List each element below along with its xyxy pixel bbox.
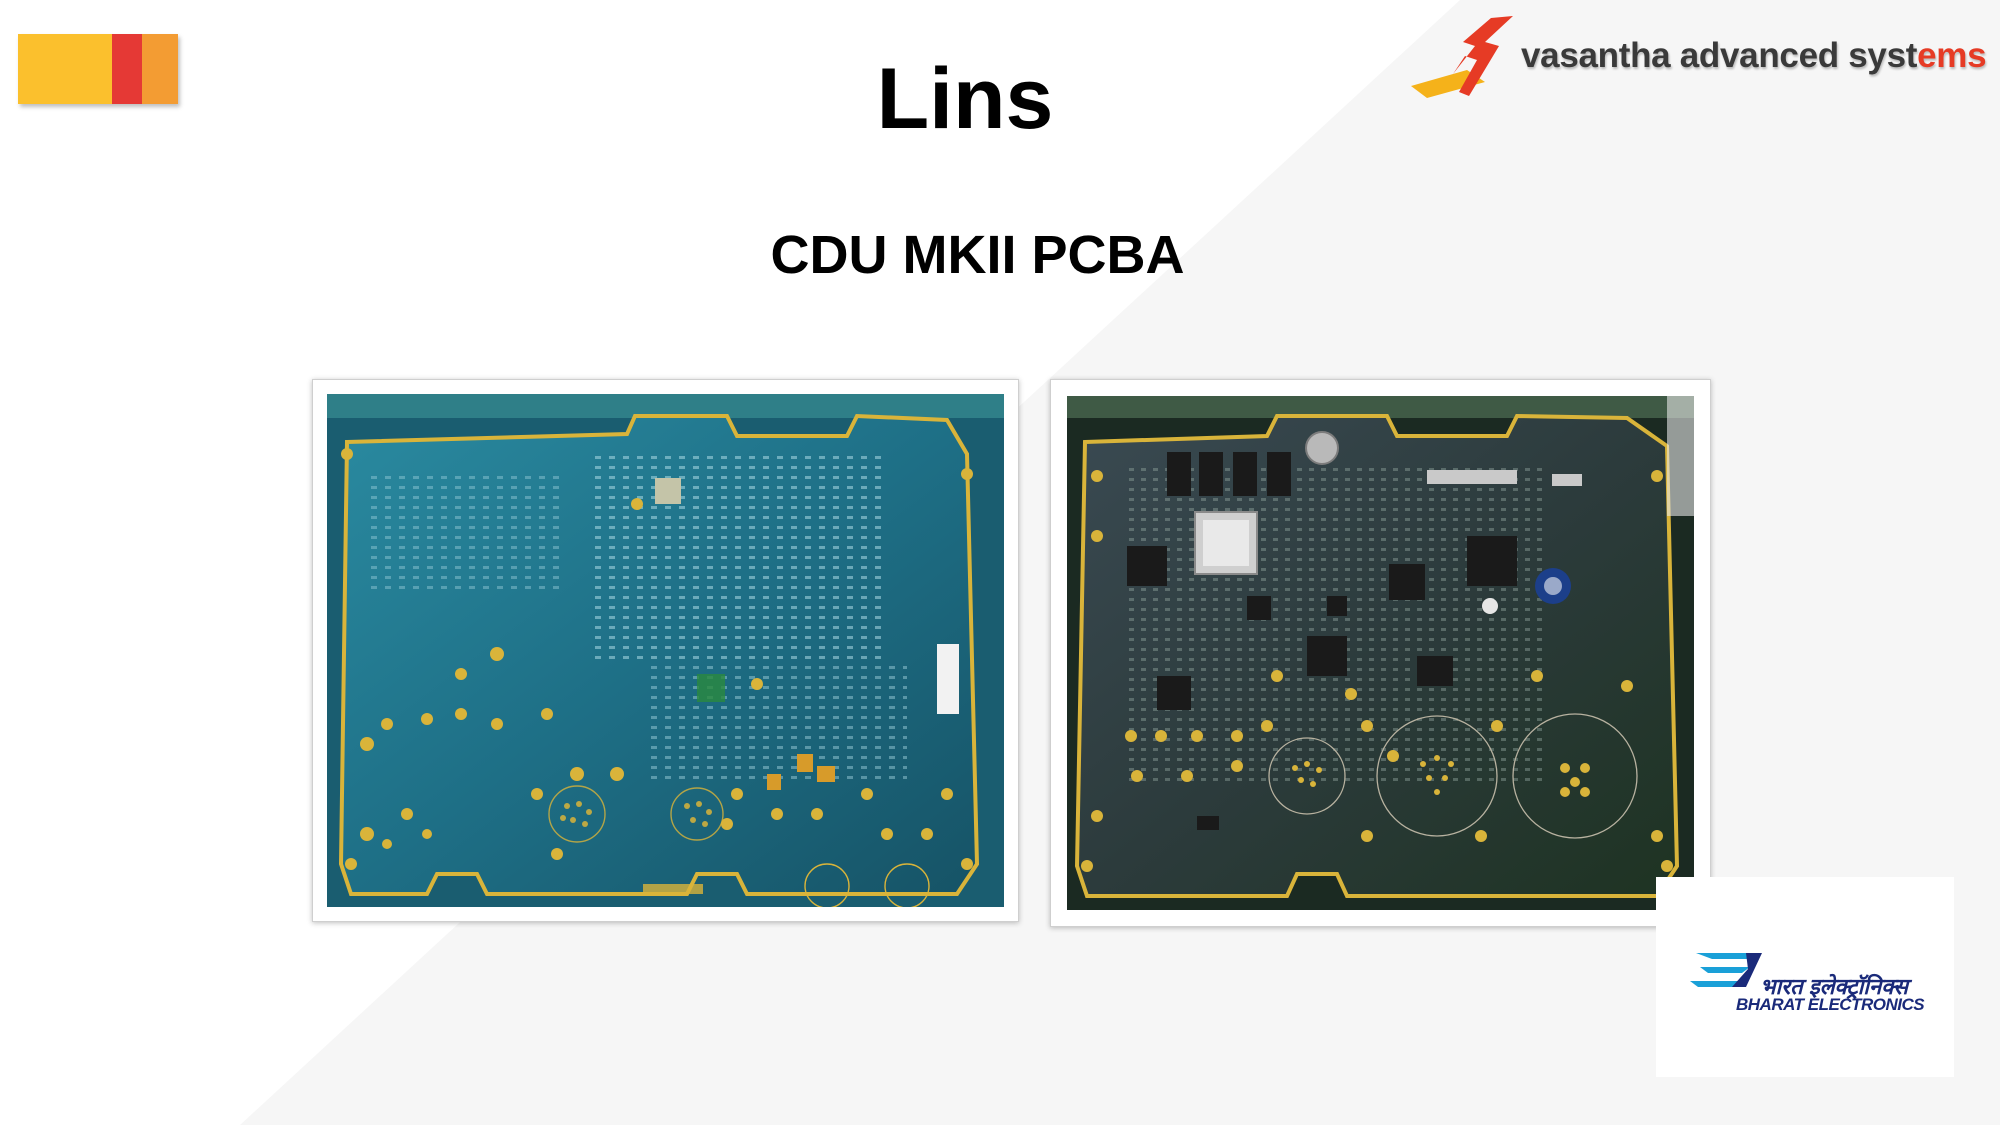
accent-color-bar bbox=[18, 34, 178, 104]
bel-logo: भारत इलेक्ट्रॉनिक्स BHARAT ELECTRONICS bbox=[1656, 877, 1954, 1077]
pcba-bottom-photo bbox=[312, 379, 1019, 922]
pcb-top-image bbox=[1067, 396, 1694, 910]
vasantha-wordmark: vasantha advanced systems bbox=[1521, 36, 1987, 76]
vasantha-logo: vasantha advanced systems bbox=[1405, 12, 1995, 112]
pcba-top-photo bbox=[1050, 379, 1711, 927]
bel-english-text: BHARAT ELECTRONICS bbox=[1736, 995, 1925, 1014]
vasantha-wordmark-main: vasantha advanced syst bbox=[1521, 36, 1918, 75]
vasantha-wordmark-highlight: ems bbox=[1917, 36, 1987, 75]
slide-subtitle: CDU MKII PCBA bbox=[770, 225, 1185, 285]
vasantha-swoosh-icon bbox=[1411, 16, 1513, 98]
pcb-bottom-image bbox=[327, 394, 1004, 907]
slide-title: Lins bbox=[876, 51, 1054, 147]
bel-emblem-icon bbox=[1690, 953, 1762, 987]
bel-hindi-text: भारत इलेक्ट्रॉनिक्स bbox=[1760, 974, 1908, 999]
